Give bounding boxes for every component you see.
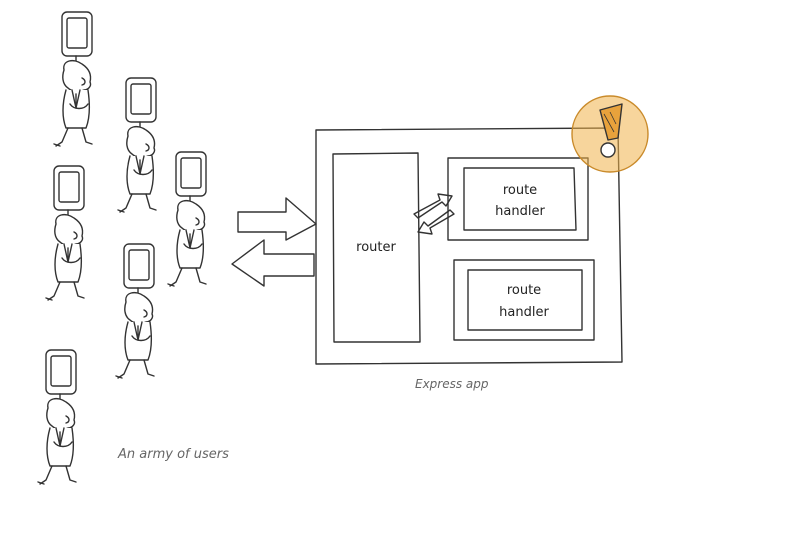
app-caption: Express app <box>415 377 489 391</box>
route-handler-2-line1: route <box>507 283 541 298</box>
request-arrow-icon <box>413 193 453 219</box>
user-figure <box>37 349 77 485</box>
user-figure <box>45 165 85 301</box>
route-handler-1-line2: handler <box>495 204 545 219</box>
router-box <box>332 152 421 343</box>
user-figure <box>167 151 207 287</box>
users-caption: An army of users <box>117 447 229 462</box>
router-label: router <box>356 240 396 255</box>
route-handler-1-line1: route <box>503 183 537 198</box>
arrow-left-icon <box>231 239 315 287</box>
exclamation-icon <box>571 95 649 173</box>
route-handler-outer <box>453 259 595 341</box>
user-figure <box>115 243 155 379</box>
arrow-right-icon <box>237 197 317 241</box>
response-arrow-icon <box>417 209 455 235</box>
user-figure <box>53 11 93 147</box>
route-handler-inner <box>467 269 583 331</box>
express-app-box <box>315 127 623 365</box>
route-handler-2-line2: handler <box>499 305 549 320</box>
route-handler-inner <box>463 167 577 231</box>
user-figure <box>117 77 157 213</box>
route-handler-outer <box>447 157 589 241</box>
